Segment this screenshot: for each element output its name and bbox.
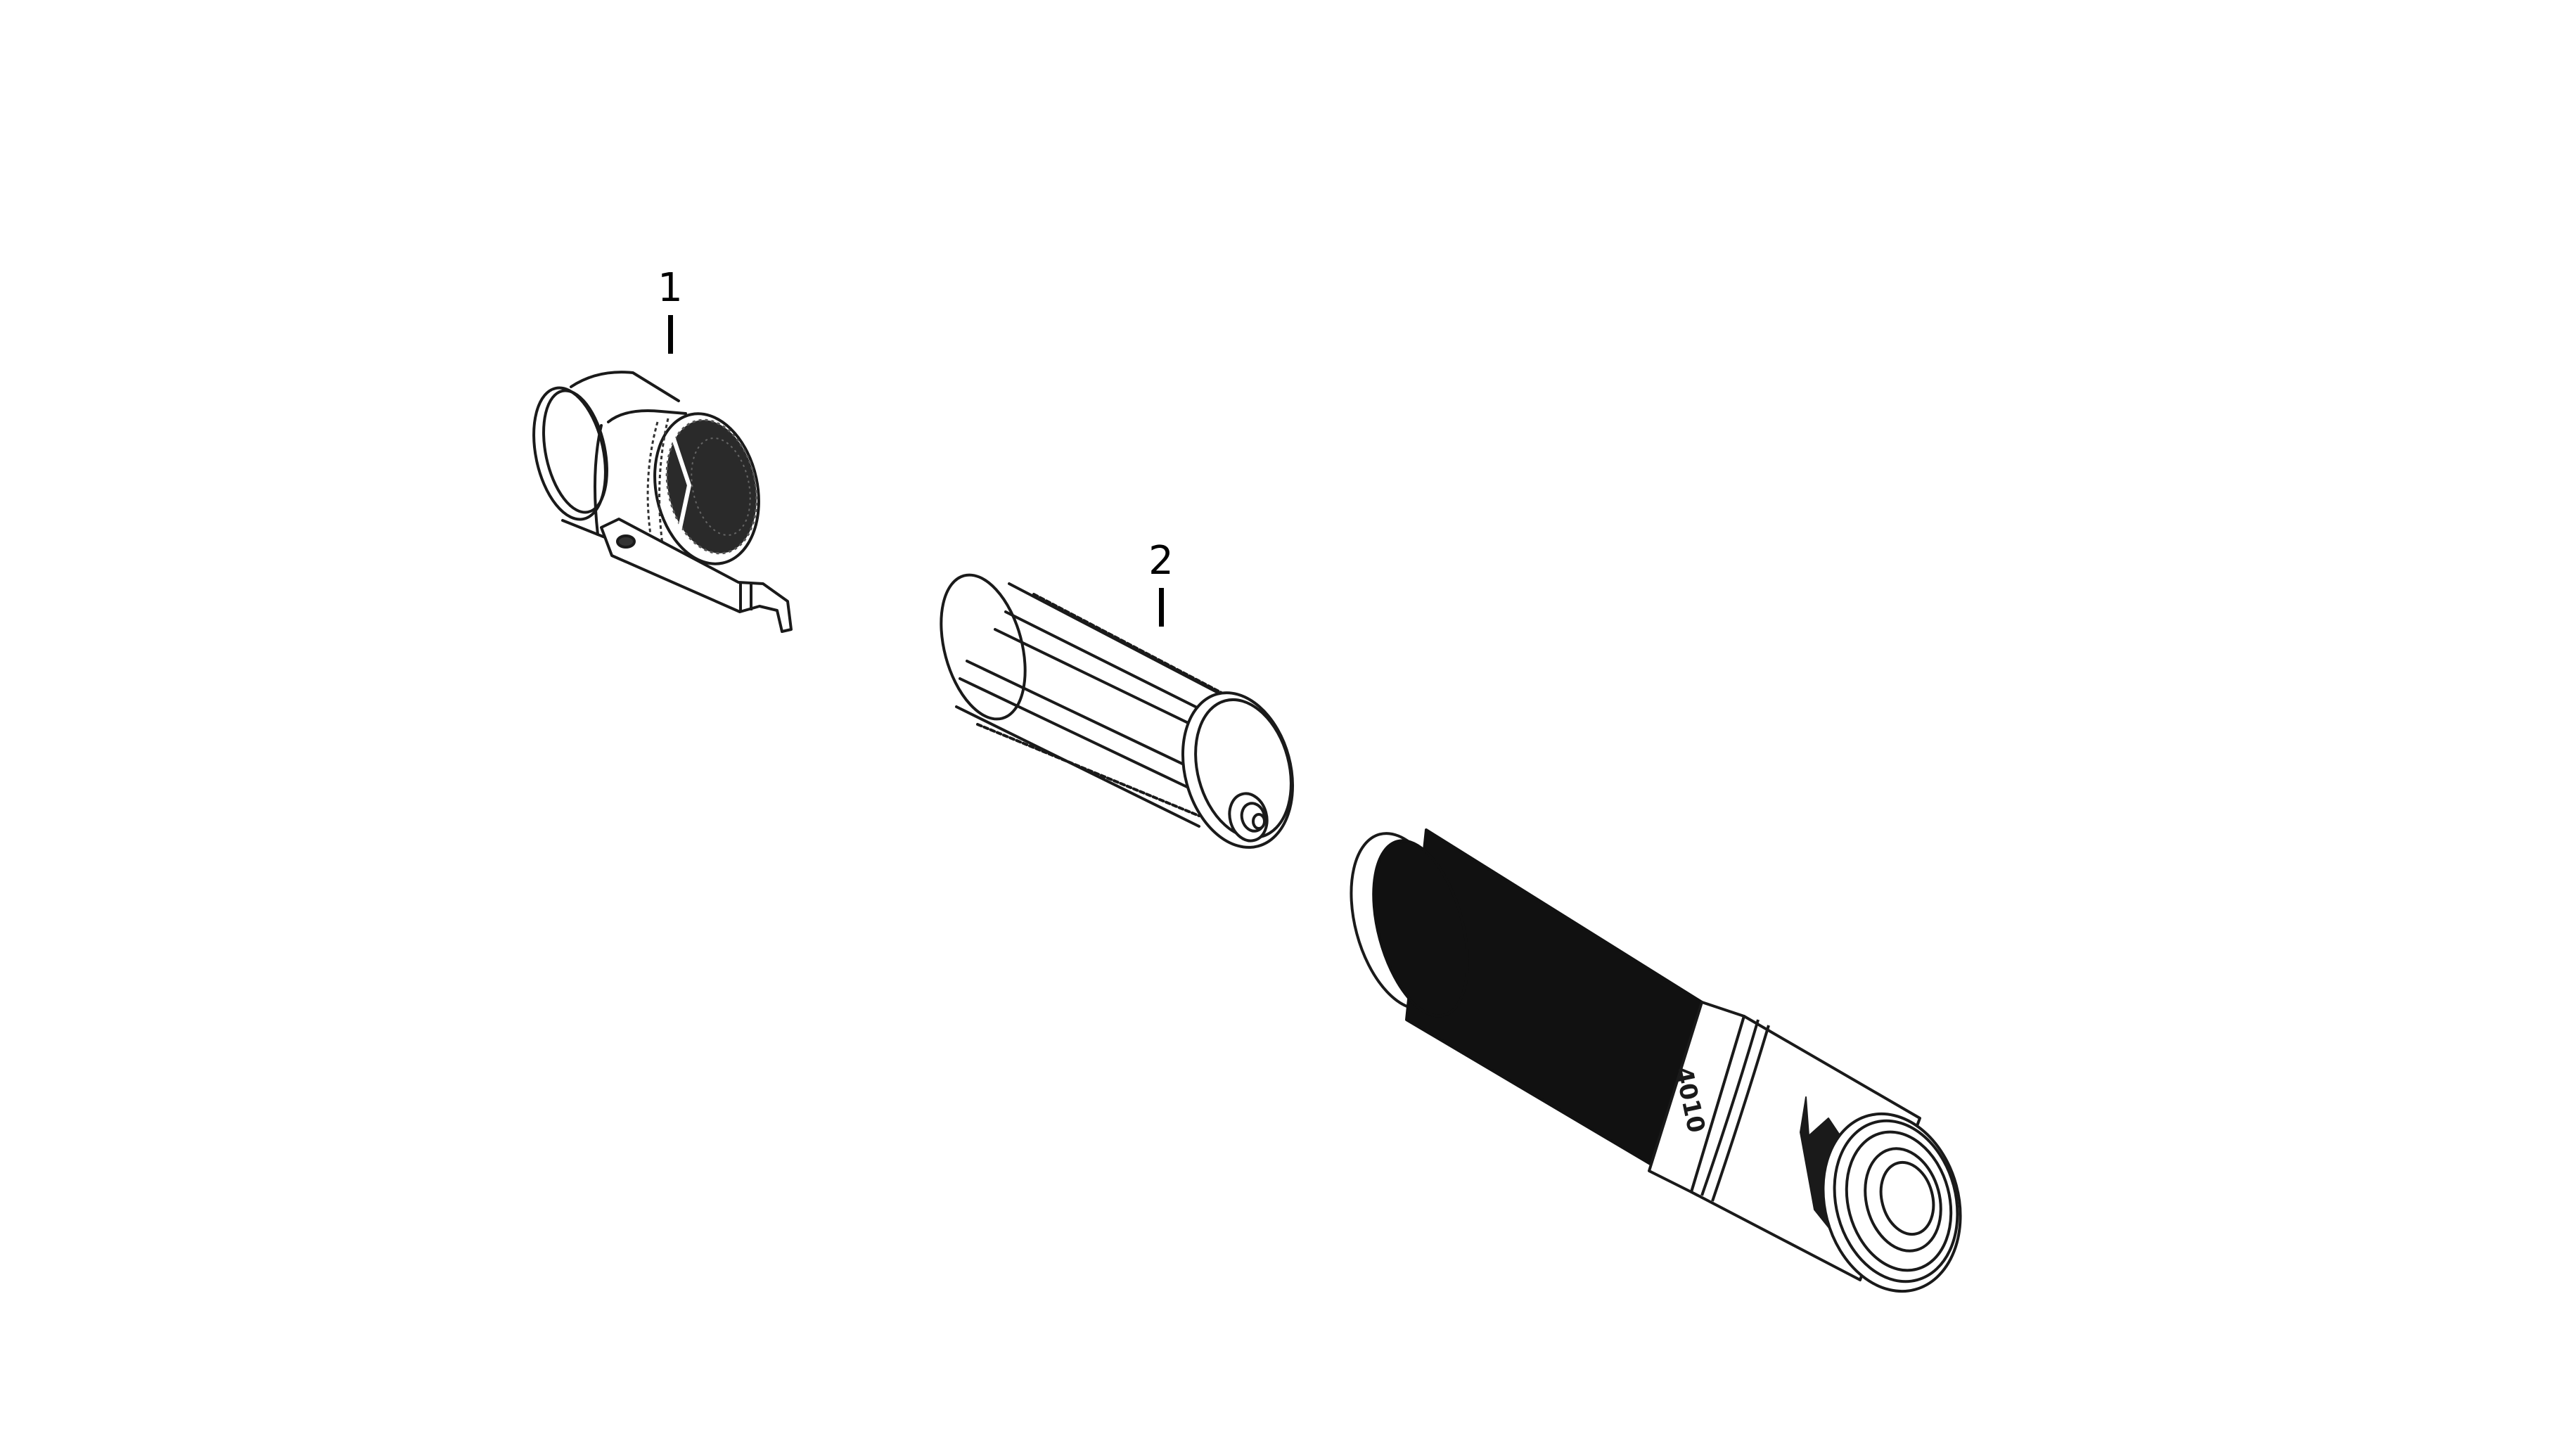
battery-holder-drawing [940, 573, 1295, 849]
callout-2: 2 [1133, 540, 1189, 627]
flashlight-body-drawing: 4010 [1350, 828, 1962, 1293]
callout-1: 1 [642, 267, 698, 354]
callout-number-2: 2 [1148, 538, 1174, 584]
callout-number-1: 1 [658, 265, 683, 311]
callout-leader-line-2 [1158, 588, 1164, 627]
callout-leader-line-1 [667, 315, 673, 354]
tail-cap-with-clip-drawing [532, 371, 793, 633]
